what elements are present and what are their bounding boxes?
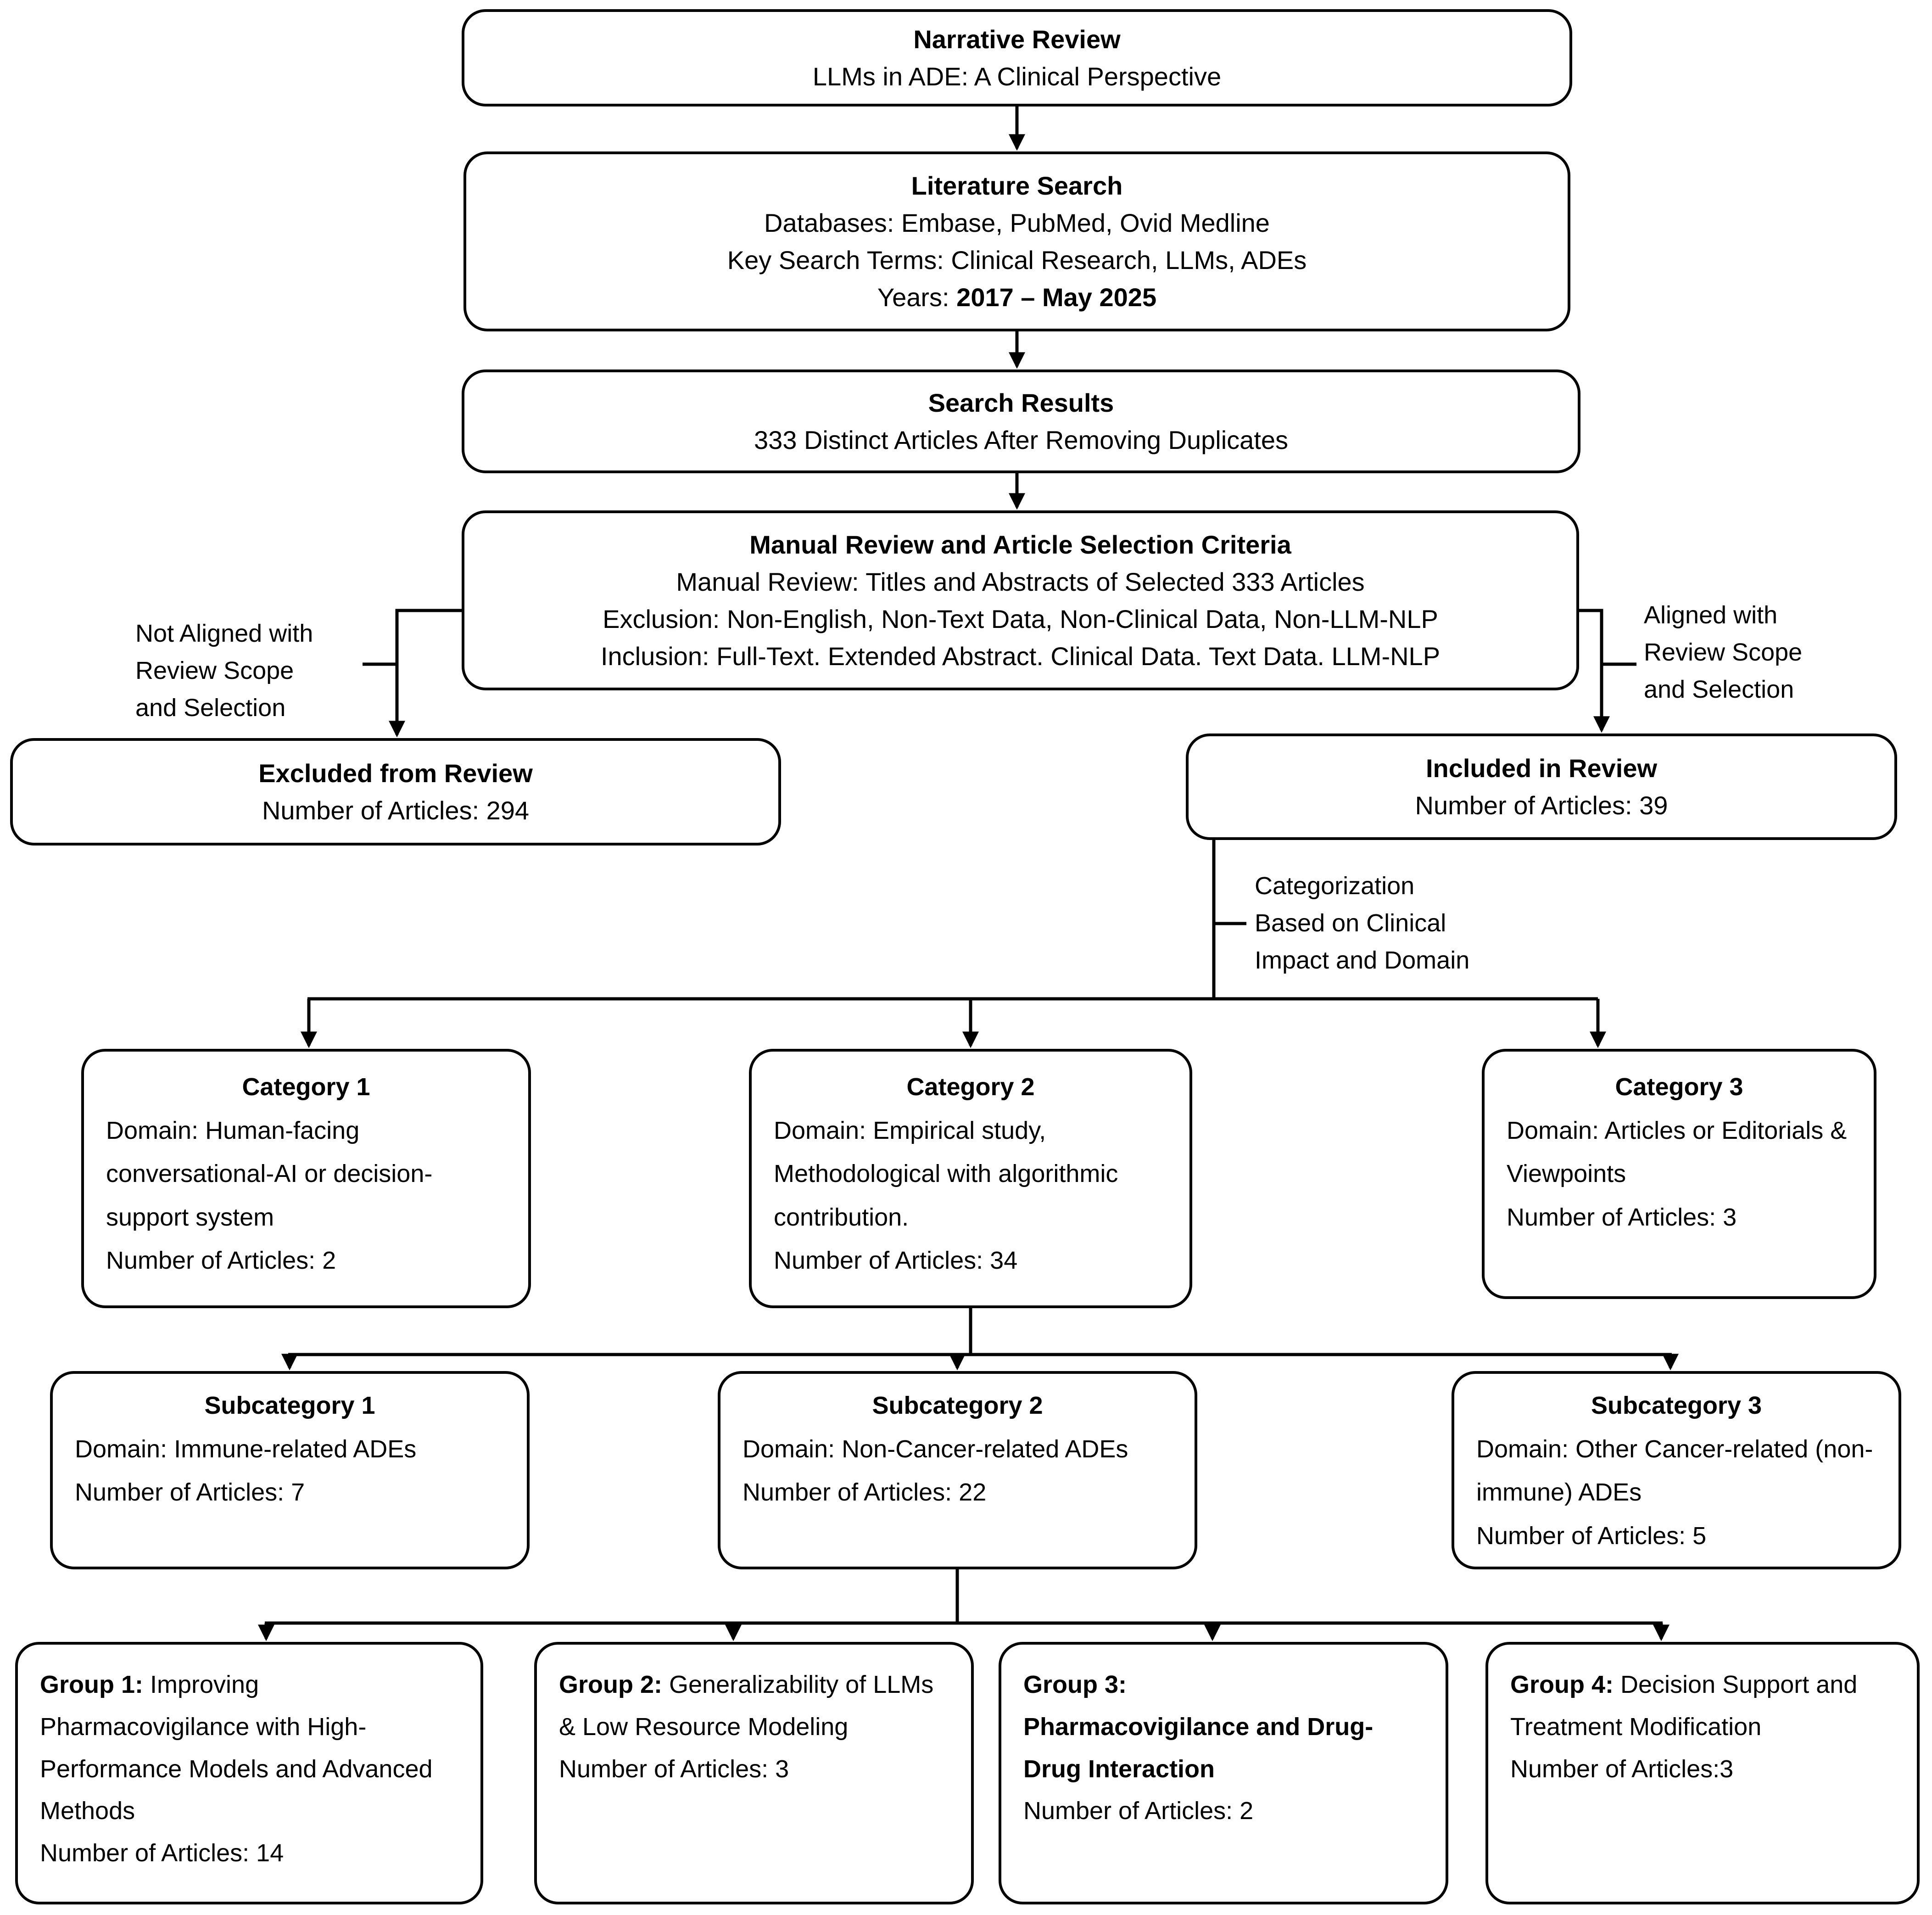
subcategory-title: Subcategory 3: [1591, 1392, 1762, 1419]
group-count: Number of Articles: 2: [1023, 1797, 1254, 1825]
group-label: Group 4:: [1510, 1671, 1614, 1698]
group-label: Group 3:: [1023, 1671, 1127, 1698]
group-title: Generalizability of LLMs & Low Resource …: [559, 1671, 934, 1741]
label-categorization: Categorization Based on Clinical Impact …: [1255, 872, 1470, 974]
node-group-2: Group 2: Generalizability of LLMs & Low …: [534, 1642, 974, 1904]
literature-years: Years: 2017 – May 2025: [485, 279, 1549, 316]
group-label: Group 1:: [40, 1671, 143, 1698]
category-count: Number of Articles: 2: [106, 1247, 336, 1274]
node-category-3: Category 3 Domain: Articles or Editorial…: [1482, 1049, 1876, 1299]
node-category-2: Category 2 Domain: Empirical study, Meth…: [749, 1049, 1192, 1308]
category-count: Number of Articles: 34: [774, 1247, 1018, 1274]
category-domain: Domain: Empirical study, Methodological …: [774, 1116, 1118, 1231]
manual-inclusion-line: Inclusion: Full-Text. Extended Abstract.…: [600, 642, 1441, 671]
node-manual-review: Manual Review and Article Selection Crit…: [462, 510, 1579, 690]
node-group-1: Group 1: Improving Pharmacovigilance wit…: [15, 1642, 483, 1904]
subcategory-domain: Domain: Non-Cancer-related ADEs: [743, 1435, 1128, 1463]
subcategory-count: Number of Articles: 22: [743, 1478, 987, 1506]
node-group-3: Group 3: Pharmacovigilance and Drug-Drug…: [999, 1642, 1448, 1904]
node-title: Included in Review: [1425, 753, 1658, 783]
node-literature-search: Literature Search Databases: Embase, Pub…: [463, 151, 1570, 331]
category-title: Category 2: [906, 1073, 1035, 1101]
edge-manual-to-included: [1579, 609, 1610, 733]
group-count: Number of Articles: 3: [559, 1755, 789, 1783]
node-search-results: Search Results 333 Distinct Articles Aft…: [462, 370, 1580, 473]
manual-review-line: Manual Review: Titles and Abstracts of S…: [676, 567, 1365, 596]
subcategory-count: Number of Articles: 7: [75, 1478, 305, 1506]
node-group-4: Group 4: Decision Support and Treatment …: [1485, 1642, 1920, 1904]
label-aligned: Aligned with Review Scope and Selection: [1644, 601, 1803, 703]
node-subtitle: LLMs in ADE: A Clinical Perspective: [812, 62, 1222, 91]
node-title: Excluded from Review: [258, 758, 533, 788]
node-included: Included in Review Number of Articles: 3…: [1186, 734, 1897, 840]
subcategory-domain: Domain: Other Cancer-related (non-immune…: [1476, 1435, 1873, 1506]
node-subcategory-1: Subcategory 1 Domain: Immune-related ADE…: [50, 1371, 530, 1569]
literature-terms: Key Search Terms: Clinical Research, LLM…: [727, 246, 1307, 274]
category-title: Category 1: [242, 1073, 370, 1101]
years-label: Years:: [877, 283, 957, 312]
subcategory-title: Subcategory 2: [872, 1392, 1043, 1419]
years-value: 2017 – May 2025: [956, 283, 1157, 312]
category-domain: Domain: Human-facing conversational-AI o…: [106, 1116, 433, 1231]
group-count: Number of Articles: 14: [40, 1839, 284, 1867]
group-count: Number of Articles:3: [1510, 1755, 1734, 1783]
group-title: Pharmacovigilance and Drug-Drug Interact…: [1023, 1713, 1374, 1783]
category-count: Number of Articles: 3: [1507, 1203, 1737, 1231]
edge-manual-to-excluded: [389, 609, 462, 738]
included-count: Number of Articles: 39: [1415, 791, 1668, 820]
node-excluded: Excluded from Review Number of Articles:…: [10, 738, 781, 846]
subcategory-title: Subcategory 1: [204, 1392, 375, 1419]
node-category-1: Category 1 Domain: Human-facing conversa…: [81, 1049, 531, 1308]
subcategory-count: Number of Articles: 5: [1476, 1522, 1707, 1550]
subcategory-domain: Domain: Immune-related ADEs: [75, 1435, 417, 1463]
node-title: Literature Search: [911, 171, 1123, 200]
excluded-count: Number of Articles: 294: [262, 796, 530, 825]
node-narrative-review: Narrative Review LLMs in ADE: A Clinical…: [462, 9, 1572, 106]
search-results-line: 333 Distinct Articles After Removing Dup…: [754, 426, 1289, 454]
node-title: Manual Review and Article Selection Crit…: [749, 530, 1291, 559]
group-label: Group 2:: [559, 1671, 662, 1698]
node-subcategory-3: Subcategory 3 Domain: Other Cancer-relat…: [1452, 1371, 1901, 1569]
node-title: Narrative Review: [913, 24, 1121, 54]
category-domain: Domain: Articles or Editorials & Viewpoi…: [1507, 1116, 1847, 1188]
category-title: Category 3: [1615, 1073, 1743, 1101]
group-title: Improving Pharmacovigilance with High-Pe…: [40, 1671, 433, 1825]
label-not-aligned: Not Aligned with Review Scope and Select…: [135, 620, 313, 722]
group-title: Decision Support and Treatment Modificat…: [1510, 1671, 1858, 1741]
manual-exclusion-line: Exclusion: Non-English, Non-Text Data, N…: [603, 605, 1438, 633]
node-title: Search Results: [928, 388, 1114, 417]
node-subcategory-2: Subcategory 2 Domain: Non-Cancer-related…: [718, 1371, 1197, 1569]
literature-databases: Databases: Embase, PubMed, Ovid Medline: [764, 208, 1270, 237]
